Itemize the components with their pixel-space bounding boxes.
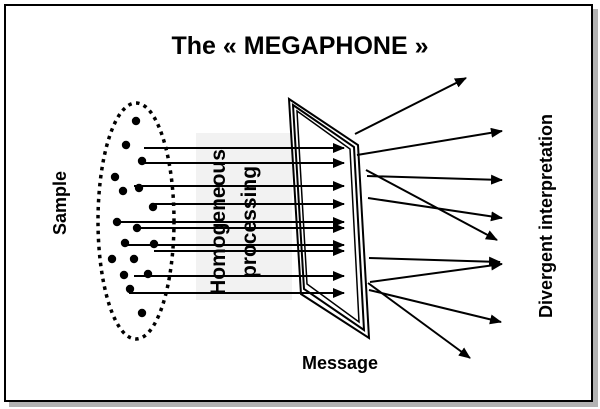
sample-dot [137,308,147,318]
sample-dot [131,116,141,126]
message-frame [287,97,371,340]
sample-dot [107,254,117,264]
sample-label: Sample [50,171,70,235]
processing-label-line1: Homogeneous [207,149,230,295]
sample-dot [118,186,128,196]
processing-label-line2: processing [238,166,261,278]
interpretation-arrows [354,77,503,359]
diagram-title: The « MEGAPHONE » [172,32,429,60]
interpretation-arrow [368,256,501,267]
sample-dot [129,254,139,264]
processing-band [196,133,292,300]
interpretation-arrow [368,289,502,325]
interpretation-label: Divergent interpretation [536,114,556,318]
interpretation-arrow [369,260,503,283]
interpretation-arrow [356,127,503,156]
interpretation-arrow [354,77,467,135]
sample-dot [119,270,129,280]
sample-dot [121,140,131,150]
interpretation-arrow [367,282,471,359]
message-label: Message [302,353,378,373]
sample-dots [107,116,159,318]
interpretation-arrow [366,174,503,185]
sample-dot [125,284,135,294]
processing-arrows [117,143,345,298]
interpretation-arrow [365,169,498,241]
sample-dot [110,172,120,182]
